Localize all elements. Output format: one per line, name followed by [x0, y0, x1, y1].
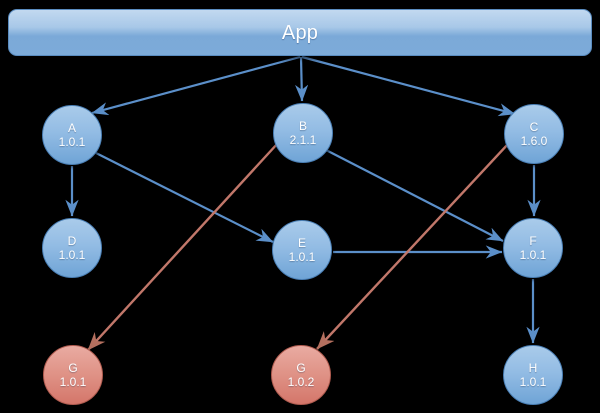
node-version: 2.1.1: [289, 132, 317, 147]
node-version: 1.6.0: [520, 133, 548, 148]
node-version: 1.0.1: [519, 374, 547, 389]
node-label: F: [529, 233, 537, 248]
app-root-label: App: [281, 21, 319, 44]
node-label: G: [296, 360, 306, 375]
node-version: 1.0.1: [519, 247, 547, 262]
edge-B-to-F: [325, 149, 504, 242]
node-version: 1.0.1: [58, 134, 86, 149]
edge-App-to-A: [91, 55, 301, 116]
node-label: H: [528, 360, 538, 375]
node-label: G: [68, 360, 78, 375]
node-label: C: [529, 119, 539, 134]
edge-App-to-C: [301, 55, 516, 117]
node-label: D: [67, 233, 77, 248]
node-label: E: [297, 235, 306, 250]
edge-B-to-G1: [87, 142, 279, 351]
node-version: 1.0.2: [287, 374, 315, 389]
edge-A-to-E: [95, 152, 274, 243]
node-version: 1.0.1: [59, 374, 87, 389]
node-label: A: [67, 120, 76, 135]
node-label: B: [298, 118, 307, 133]
app-root-box[interactable]: App: [8, 9, 592, 56]
graph-edges: [65, 55, 541, 351]
node-version: 1.0.1: [58, 247, 86, 262]
edge-C-to-G2: [316, 142, 510, 350]
node-version: 1.0.1: [288, 249, 316, 264]
edge-App-to-B: [295, 56, 309, 102]
